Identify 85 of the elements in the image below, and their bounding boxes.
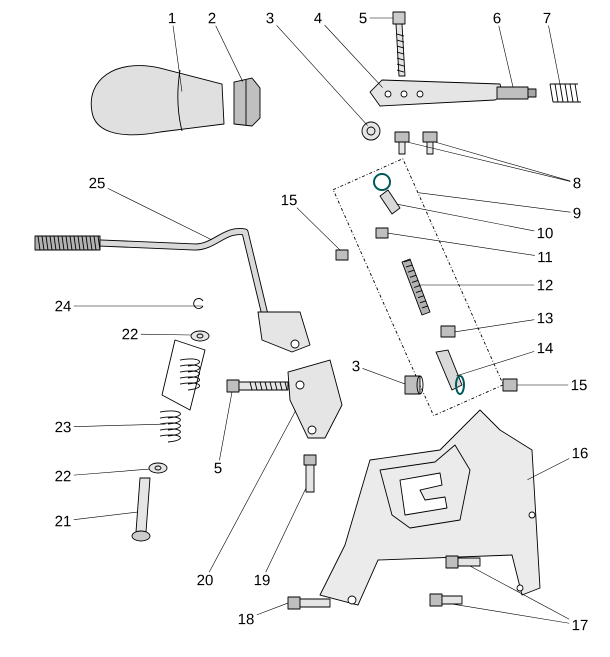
bolt <box>394 132 410 154</box>
leader-line <box>208 410 296 573</box>
callout-number: 1 <box>168 12 176 24</box>
leader-line <box>276 25 368 126</box>
leader-line <box>396 204 534 232</box>
leader-line <box>470 566 570 620</box>
callout-number: 7 <box>544 12 550 24</box>
leader-line <box>265 488 306 573</box>
leader-line <box>256 602 288 616</box>
leader-line <box>362 368 405 384</box>
leader-line <box>452 604 570 624</box>
leader-line <box>517 384 568 386</box>
shift-lever <box>34 228 310 352</box>
callout-number: 11 <box>538 252 552 262</box>
bracket <box>370 80 504 106</box>
spring <box>160 340 206 442</box>
leader-line <box>418 284 534 286</box>
callout-number: 9 <box>574 208 580 218</box>
leader-line <box>454 319 534 332</box>
leader-line <box>456 351 534 376</box>
callout-number: 20 <box>197 574 213 586</box>
spacer <box>404 376 424 394</box>
bolt <box>422 132 438 154</box>
nut <box>376 228 388 238</box>
callout-number: 5 <box>359 12 367 24</box>
bolt <box>288 596 330 610</box>
callout-number: 2 <box>208 12 216 24</box>
leader-line <box>435 142 571 182</box>
bolt <box>430 594 462 606</box>
bracket <box>288 360 342 438</box>
rod-end <box>436 350 465 395</box>
knob <box>90 65 224 136</box>
callout-number: 18 <box>238 614 254 624</box>
group-outline <box>332 158 504 416</box>
callout-number: 16 <box>572 448 588 458</box>
nut <box>440 326 456 338</box>
leader-line <box>215 25 244 82</box>
leader-line <box>140 334 191 336</box>
pin <box>132 478 150 542</box>
bolt <box>304 454 316 492</box>
leader-line <box>418 192 571 212</box>
leader-line <box>74 468 150 476</box>
callout-number: 22 <box>55 470 71 482</box>
pin <box>496 86 536 100</box>
callout-number: 3 <box>266 12 274 24</box>
leader-line <box>74 512 138 520</box>
leader-line <box>407 142 571 182</box>
callout-number: 23 <box>55 422 71 432</box>
nut <box>502 378 518 392</box>
leader-line <box>324 24 383 88</box>
callout-number: 13 <box>538 312 553 324</box>
threaded-rod <box>402 258 430 316</box>
callout-number: 15 <box>282 194 297 206</box>
callout-number: 14 <box>538 342 553 354</box>
leader-line <box>172 25 182 92</box>
leader-line <box>108 188 212 240</box>
leader-line <box>74 424 166 427</box>
nut <box>336 250 348 260</box>
nut <box>234 78 260 126</box>
rod-end <box>373 173 400 214</box>
callout-number: 17 <box>572 620 588 630</box>
leader-line <box>527 458 570 480</box>
leader-line <box>548 25 560 84</box>
mounting-plate <box>320 410 540 606</box>
bolt <box>446 556 480 568</box>
callout-number: 19 <box>254 574 270 586</box>
leader-line <box>498 25 514 87</box>
spacer <box>362 122 380 140</box>
callout-number: 8 <box>573 178 580 188</box>
callout-number: 12 <box>538 280 553 290</box>
washer <box>148 462 168 474</box>
callout-number: 25 <box>89 178 105 188</box>
leader-line <box>296 207 341 251</box>
callout-number: 5 <box>214 462 222 474</box>
bolt <box>226 380 288 392</box>
bolt <box>392 12 406 76</box>
callout-number: 6 <box>494 12 500 24</box>
callout-number: 21 <box>55 516 71 526</box>
leader-line <box>219 392 232 461</box>
spring <box>550 84 582 102</box>
callout-number: 15 <box>572 380 587 390</box>
leader-line <box>387 232 536 256</box>
callout-number: 10 <box>538 228 553 238</box>
callout-number: 3 <box>352 360 360 372</box>
callout-number: 4 <box>314 12 322 24</box>
